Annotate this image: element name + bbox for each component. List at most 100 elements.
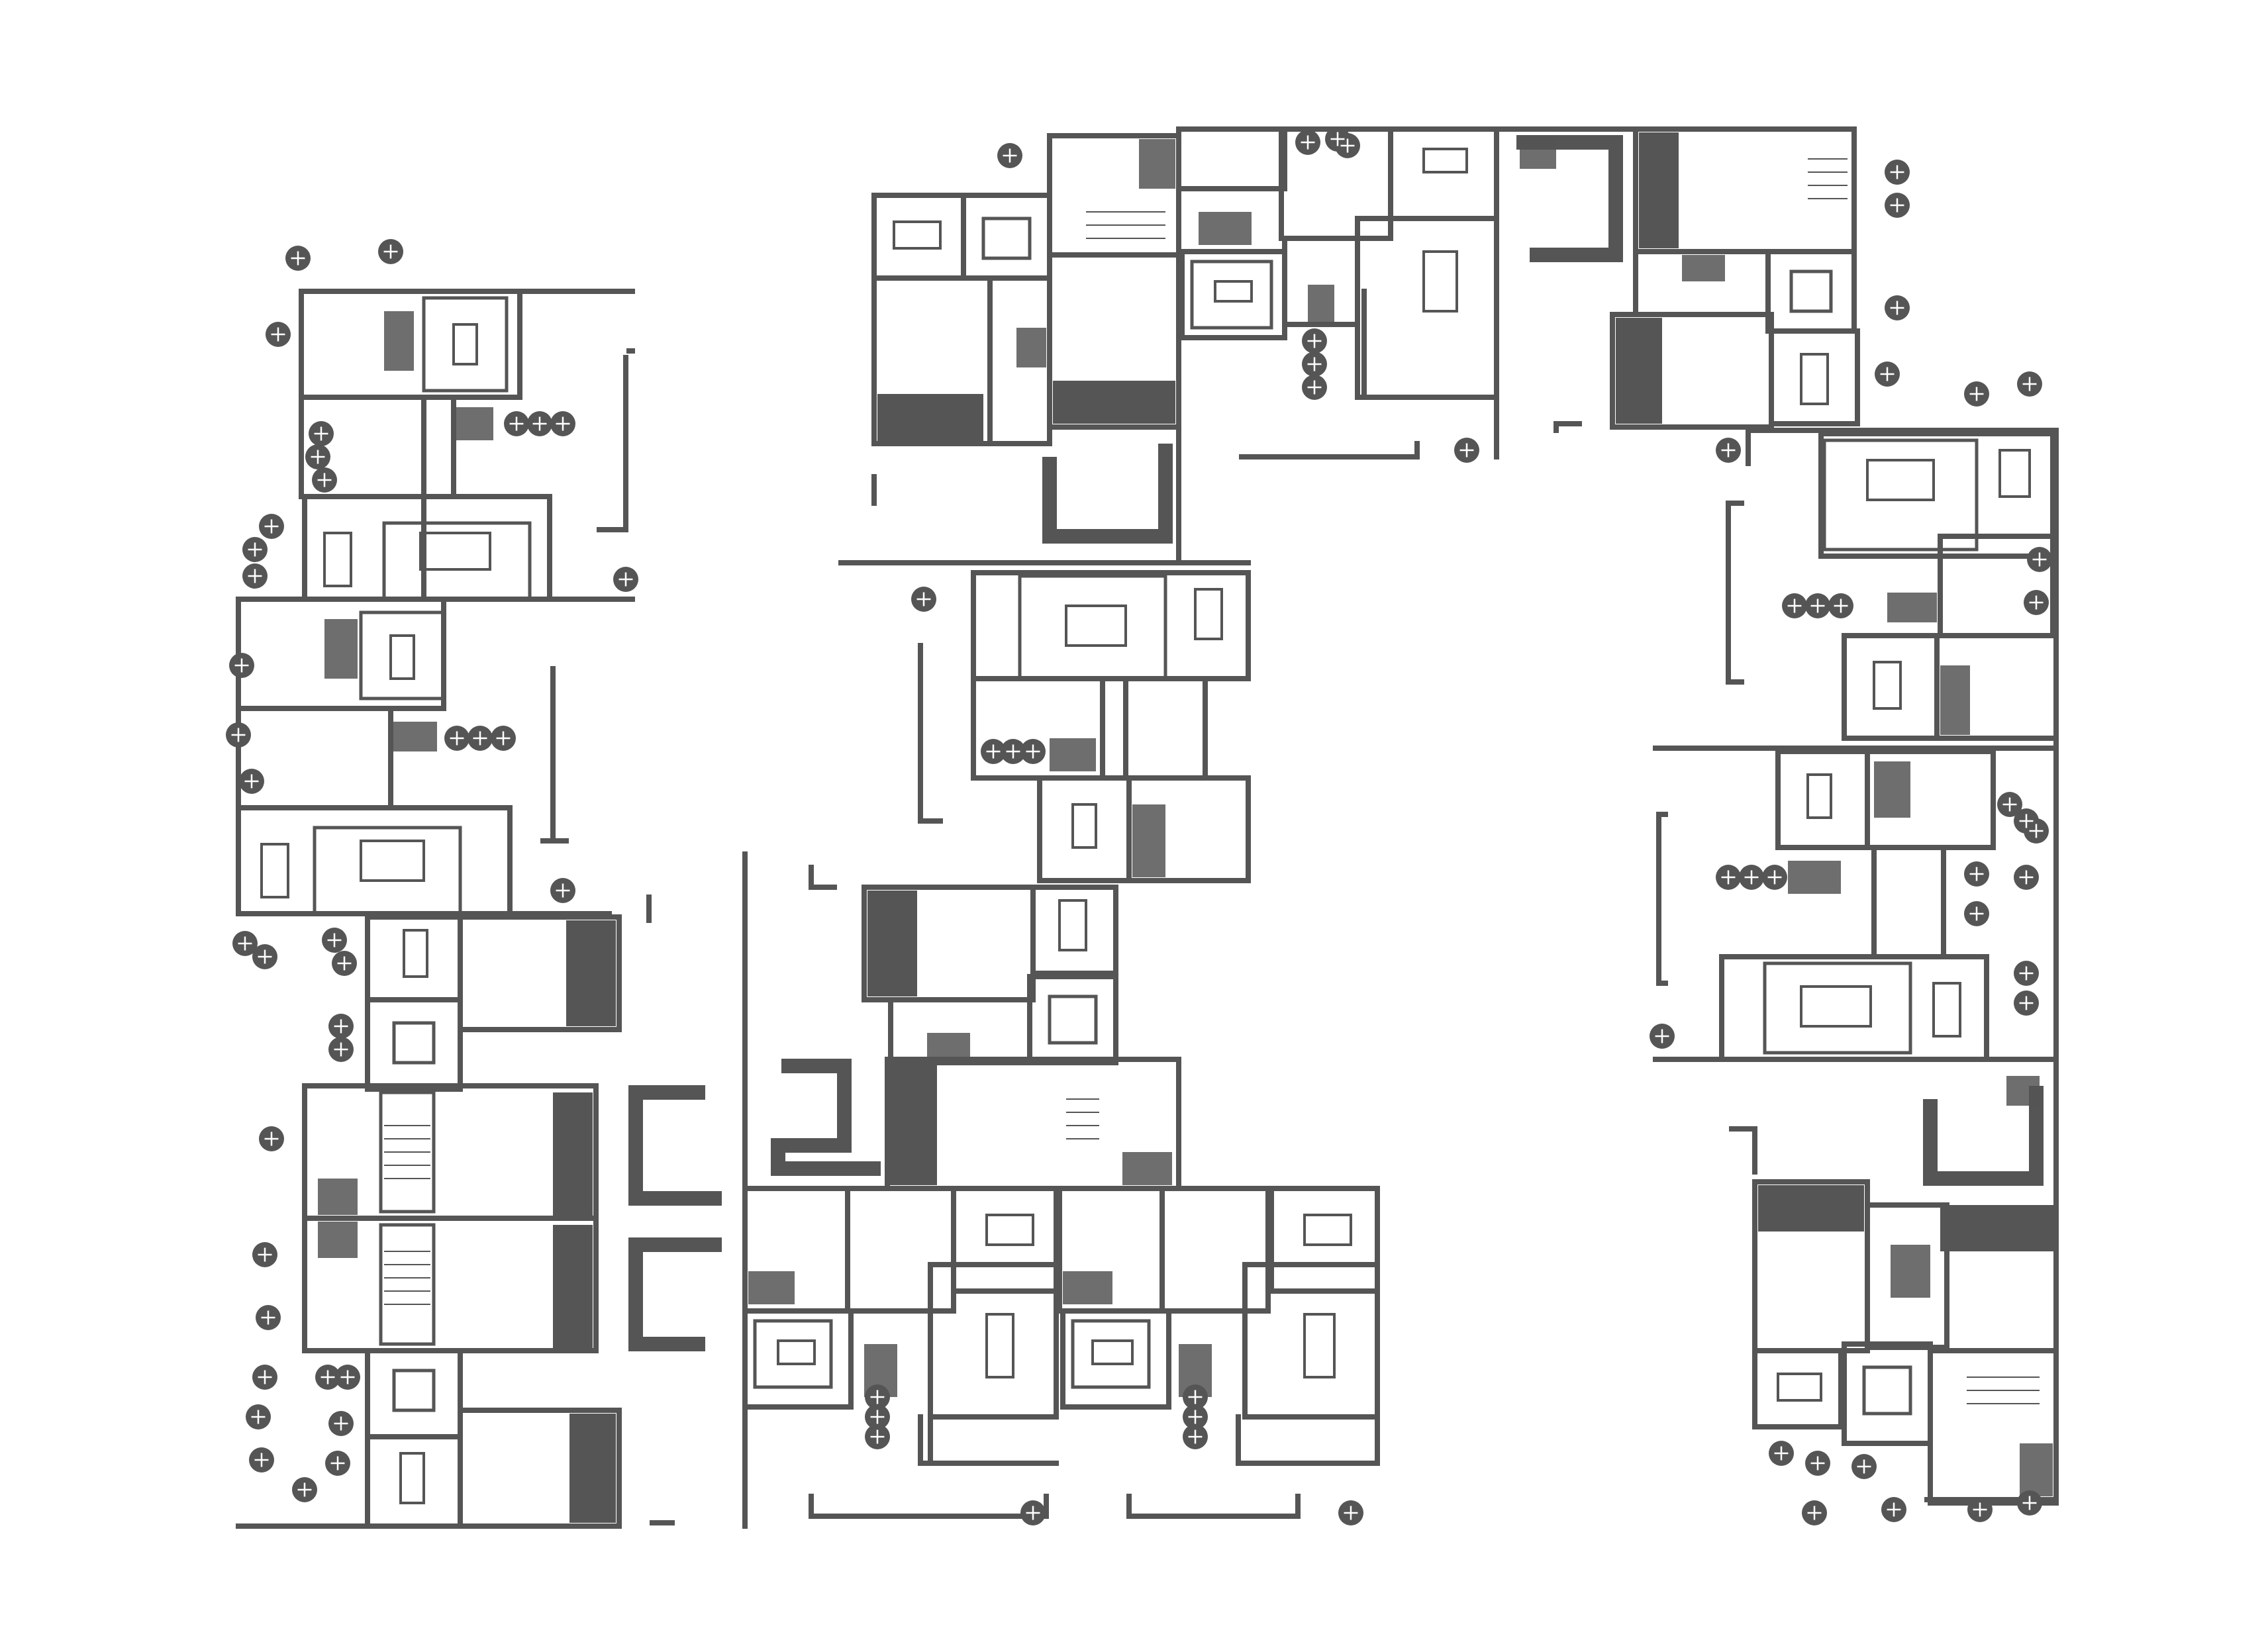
tree-canopy-mark (238, 936, 252, 951)
dining-table-icon (1800, 353, 1829, 405)
west-unit-5 (365, 914, 622, 1092)
kitchen-island-icon (1422, 250, 1458, 313)
tree-canopy-mark (1307, 357, 1322, 371)
tree-canopy-mark (314, 426, 328, 441)
tree-canopy-mark (2019, 966, 2034, 981)
kitchen-island-icon (1866, 459, 1935, 501)
dining-table-icon (893, 220, 942, 250)
north-unit-2 (1279, 126, 1499, 400)
tree-canopy-mark (1330, 132, 1345, 146)
tree-canopy-mark (1301, 135, 1315, 150)
tree-canopy-mark (334, 1416, 348, 1431)
tree-canopy-mark (450, 731, 464, 746)
central-wing (742, 126, 1380, 1529)
tree-canopy-mark (2022, 377, 2037, 391)
tree-canopy-mark (1188, 1390, 1203, 1404)
north-unit-3 (1633, 126, 1857, 334)
central-unit-2 (1047, 133, 1181, 430)
tree-canopy-mark (2019, 996, 2034, 1010)
east-unit-4 (1719, 954, 1989, 1062)
kitchen-island-icon (389, 634, 415, 680)
west-unit-6 (302, 1083, 599, 1221)
tree-canopy-mark (1655, 1029, 1669, 1043)
kitchen-island-icon (1800, 985, 1872, 1028)
tree-canopy-mark (337, 956, 352, 971)
tree-canopy-mark (264, 519, 279, 534)
kitchen-island-icon (360, 840, 425, 882)
dining-table-icon (1932, 982, 1961, 1038)
courtyard-icon (392, 1021, 436, 1065)
tree-canopy-mark (254, 1453, 269, 1467)
tree-canopy-mark (2029, 824, 2044, 838)
tree-canopy-mark (496, 731, 511, 746)
east-wing (1650, 428, 2059, 1062)
tree-canopy-mark (258, 949, 272, 964)
tree-canopy-mark (1969, 387, 1984, 401)
tree-canopy-mark (2019, 814, 2034, 828)
se-unit-1 (1752, 1179, 2056, 1353)
courtyard-icon (1048, 994, 1098, 1045)
kitchen-counter (1516, 135, 1623, 262)
dining-table-icon (1303, 1214, 1352, 1246)
tree-canopy-mark (509, 416, 524, 431)
tree-canopy-mark (986, 744, 1001, 759)
tree-canopy-mark (1721, 870, 1736, 885)
east-trees (1650, 547, 2052, 1049)
courtyard-icon (1190, 260, 1273, 330)
courtyard-icon (392, 1369, 436, 1412)
west-unit-4 (236, 706, 513, 916)
central-unit-5 (862, 885, 1118, 1065)
west-trees (226, 239, 638, 1502)
kitchen-island-icon (1806, 773, 1832, 819)
tree-canopy-mark (317, 473, 332, 487)
tree-canopy-mark (320, 1370, 335, 1384)
north-trees (1295, 126, 2042, 463)
east-unit-1 (1818, 431, 2055, 638)
tree-canopy-mark (1890, 165, 1904, 179)
stair-icon (384, 1125, 430, 1179)
central-unit-7 (742, 1186, 1059, 1420)
dining-table-icon (399, 1452, 425, 1504)
tree-canopy-mark (1006, 744, 1020, 759)
tree-canopy-mark (1344, 1506, 1358, 1520)
kitchen-island-icon (1065, 604, 1127, 647)
tree-canopy-mark (1969, 867, 1984, 881)
north-unit-4 (1610, 312, 1860, 430)
dining-table-icon (1422, 148, 1468, 173)
tree-canopy-mark (1973, 1502, 1987, 1517)
tree-canopy-mark (248, 569, 262, 583)
tree-canopy-mark (244, 774, 259, 789)
tree-canopy-mark (251, 1410, 266, 1424)
tree-canopy-mark (1459, 443, 1474, 458)
kitchen-counter (628, 1237, 722, 1351)
stair-icon (1066, 1098, 1099, 1139)
courtyard-icon (1862, 1365, 1912, 1416)
east-unit-2 (1842, 633, 2059, 741)
kitchen-island-icon (419, 532, 491, 571)
courtyard-icon (1071, 1319, 1151, 1389)
kitchen-island-icon (452, 323, 478, 365)
tree-canopy-mark (1810, 599, 1825, 613)
kitchen-counter (628, 1085, 722, 1206)
tree-canopy-mark (311, 450, 325, 464)
tree-canopy-mark (618, 572, 633, 587)
tree-canopy-mark (334, 1019, 348, 1034)
tree-canopy-mark (297, 1482, 312, 1497)
tree-canopy-mark (264, 1132, 279, 1146)
stair-icon (384, 1251, 430, 1305)
tree-canopy-mark (231, 728, 246, 742)
dining-table-icon (403, 929, 428, 978)
terrace-block (566, 920, 616, 1026)
tree-canopy-mark (1890, 301, 1904, 315)
kitchen-island-icon (1303, 1313, 1336, 1378)
courtyard-icon (1789, 269, 1833, 313)
central-trees (865, 143, 1363, 1525)
west-wing (226, 239, 722, 1529)
stair-icon (1967, 1376, 2040, 1404)
tree-canopy-mark (1807, 1506, 1822, 1520)
tree-canopy-mark (334, 1042, 348, 1057)
tree-canopy-mark (1744, 870, 1759, 885)
tree-canopy-mark (473, 731, 487, 746)
se-trees (1769, 1441, 2042, 1525)
